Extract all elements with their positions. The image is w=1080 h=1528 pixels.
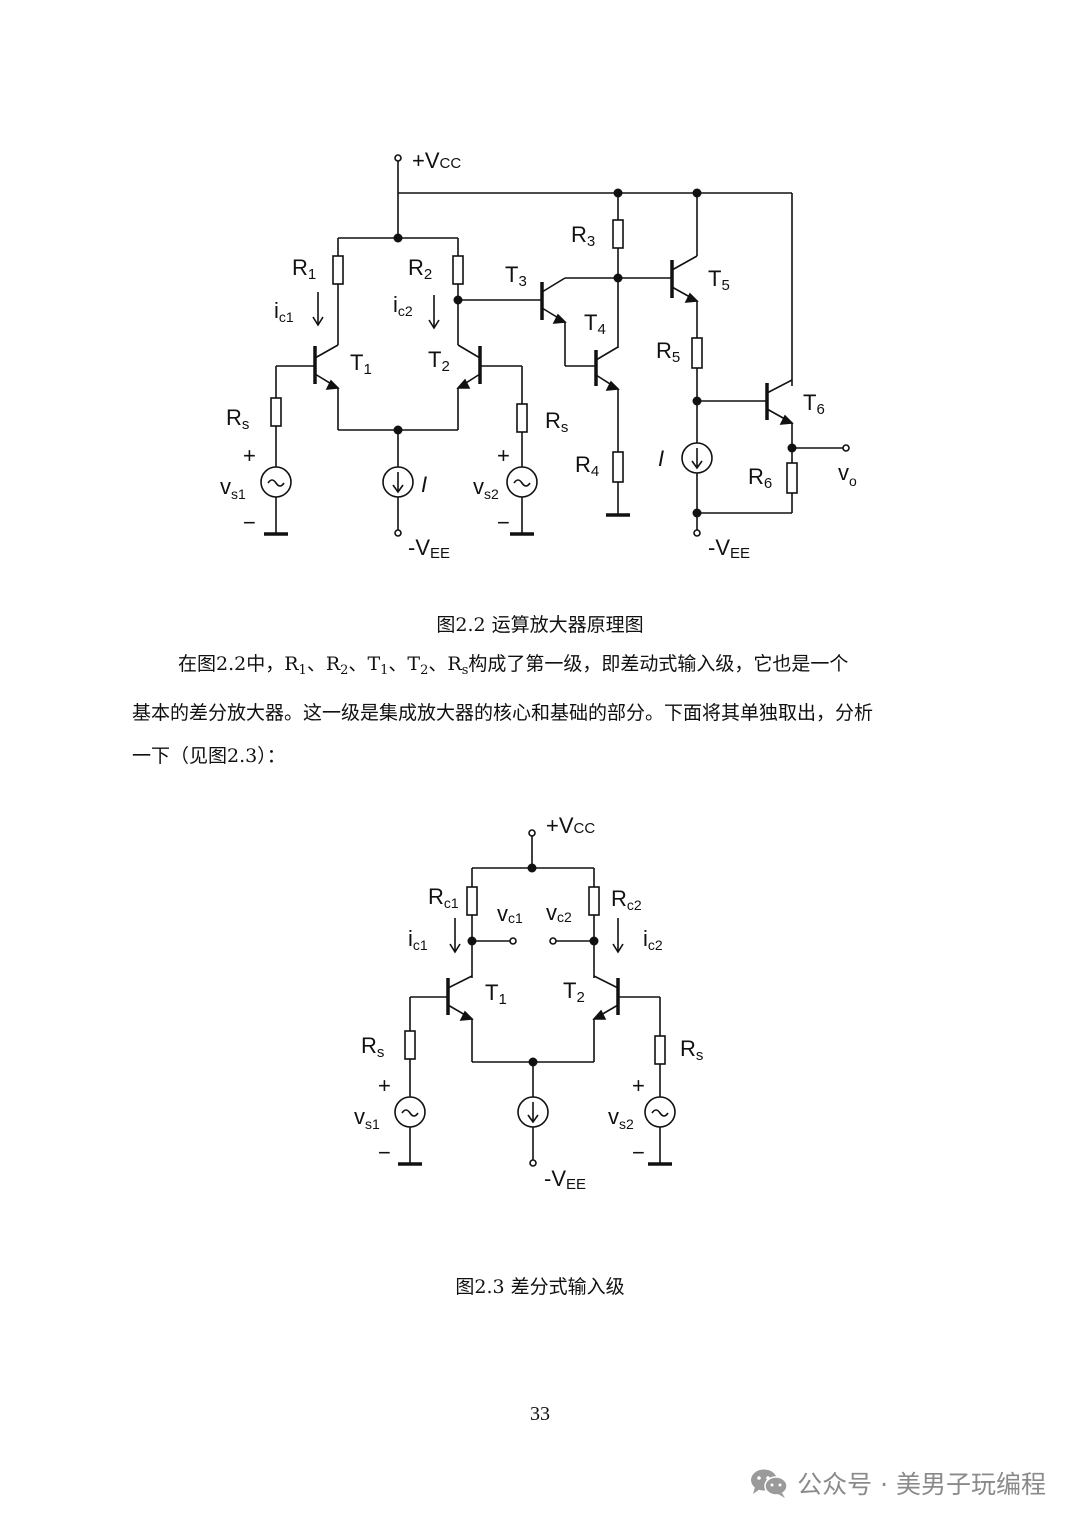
paragraph-line-2: 基本的差分放大器。这一级是集成放大器的核心和基础的部分。下面将其单独取出，分析	[132, 702, 874, 724]
t1-label: T1	[350, 350, 372, 378]
body-paragraph: 在图2.2中，R1、R2、T1、T2、Rs构成了第一级，即差动式输入级，它也是一…	[132, 643, 952, 778]
plus-right: +	[632, 1073, 645, 1098]
rc1-label: Rc1	[428, 884, 459, 911]
vee-right-label: -VEE	[708, 535, 750, 562]
r3-label: R3	[571, 222, 595, 250]
op-amp-schematic: +VCC R1 R2 R3 R4 R5 R6 ic1 ic2 T1 T2 T3 …	[220, 148, 857, 562]
figure-2-2-caption: 图2.2 运算放大器原理图	[436, 614, 644, 636]
rs-left-label: Rs	[361, 1033, 384, 1061]
plus-right: +	[497, 443, 510, 468]
ic2-label: ic2	[643, 926, 663, 953]
r2-label: R2	[408, 255, 432, 283]
vs1-label: vs1	[354, 1104, 380, 1132]
ic2-label: ic2	[393, 292, 413, 319]
vs2-label: vs2	[473, 474, 499, 502]
t2-label: T2	[563, 978, 585, 1006]
vs2-label: vs2	[608, 1104, 634, 1132]
plus-left: +	[243, 443, 256, 468]
watermark-text: 公众号 · 美男子玩编程	[797, 1470, 1046, 1499]
vs1-label: vs1	[220, 474, 246, 502]
r6-label: R6	[748, 464, 772, 492]
t3-label: T3	[505, 262, 527, 290]
r5-label: R5	[656, 338, 680, 366]
rc2-label: Rc2	[611, 886, 642, 913]
vc2-label: vc2	[546, 900, 572, 925]
t1-label: T1	[485, 980, 507, 1008]
minus-right: −	[497, 510, 510, 535]
watermark: 公众号 · 美男子玩编程	[749, 1465, 1046, 1501]
t5-label: T5	[708, 266, 730, 294]
vc1-label: vc1	[497, 901, 523, 926]
minus-left: −	[243, 510, 256, 535]
vee-left-label: -VEE	[408, 535, 450, 562]
figure-2-2: +VCC R1 R2 R3 R4 R5 R6 ic1 ic2 T1 T2 T3 …	[0, 140, 1080, 580]
vee-label: -VEE	[544, 1166, 586, 1193]
t4-label: T4	[584, 310, 606, 338]
page-number: 33	[530, 1403, 550, 1425]
minus-left: −	[378, 1140, 391, 1165]
ic1-label: ic1	[408, 926, 428, 953]
t2-label: T2	[428, 347, 450, 375]
t6-label: T6	[803, 390, 825, 418]
rs-left-label: Rs	[226, 405, 249, 433]
wechat-icon	[751, 1469, 788, 1498]
r1-label: R1	[292, 255, 316, 283]
paragraph-line-3: 一下（见图2.3）：	[132, 745, 286, 767]
differential-input-schematic: +VCC Rc1 Rc2 vc1 vc2 ic1 ic2 T1 T2 Rs Rs…	[354, 813, 703, 1193]
vcc-label: +VCC	[412, 148, 461, 173]
plus-left: +	[378, 1073, 391, 1098]
current-source-label-left: I	[421, 472, 427, 497]
vo-label: vo	[838, 460, 857, 489]
rs-right-label: Rs	[545, 408, 568, 436]
ic1-label: ic1	[274, 298, 294, 325]
figure-2-3-caption: 图2.3 差分式输入级	[455, 1276, 625, 1298]
r4-label: R4	[575, 452, 599, 480]
minus-right: −	[632, 1140, 645, 1165]
paragraph-line-1: 在图2.2中，R1、R2、T1、T2、Rs构成了第一级，即差动式输入级，它也是一…	[178, 653, 849, 678]
rs-right-label: Rs	[680, 1036, 703, 1064]
current-source-label-right: I	[658, 446, 664, 471]
figure-2-3: +VCC Rc1 Rc2 vc1 vc2 ic1 ic2 T1 T2 Rs Rs…	[0, 810, 1080, 1200]
vcc-label: +VCC	[546, 813, 595, 838]
